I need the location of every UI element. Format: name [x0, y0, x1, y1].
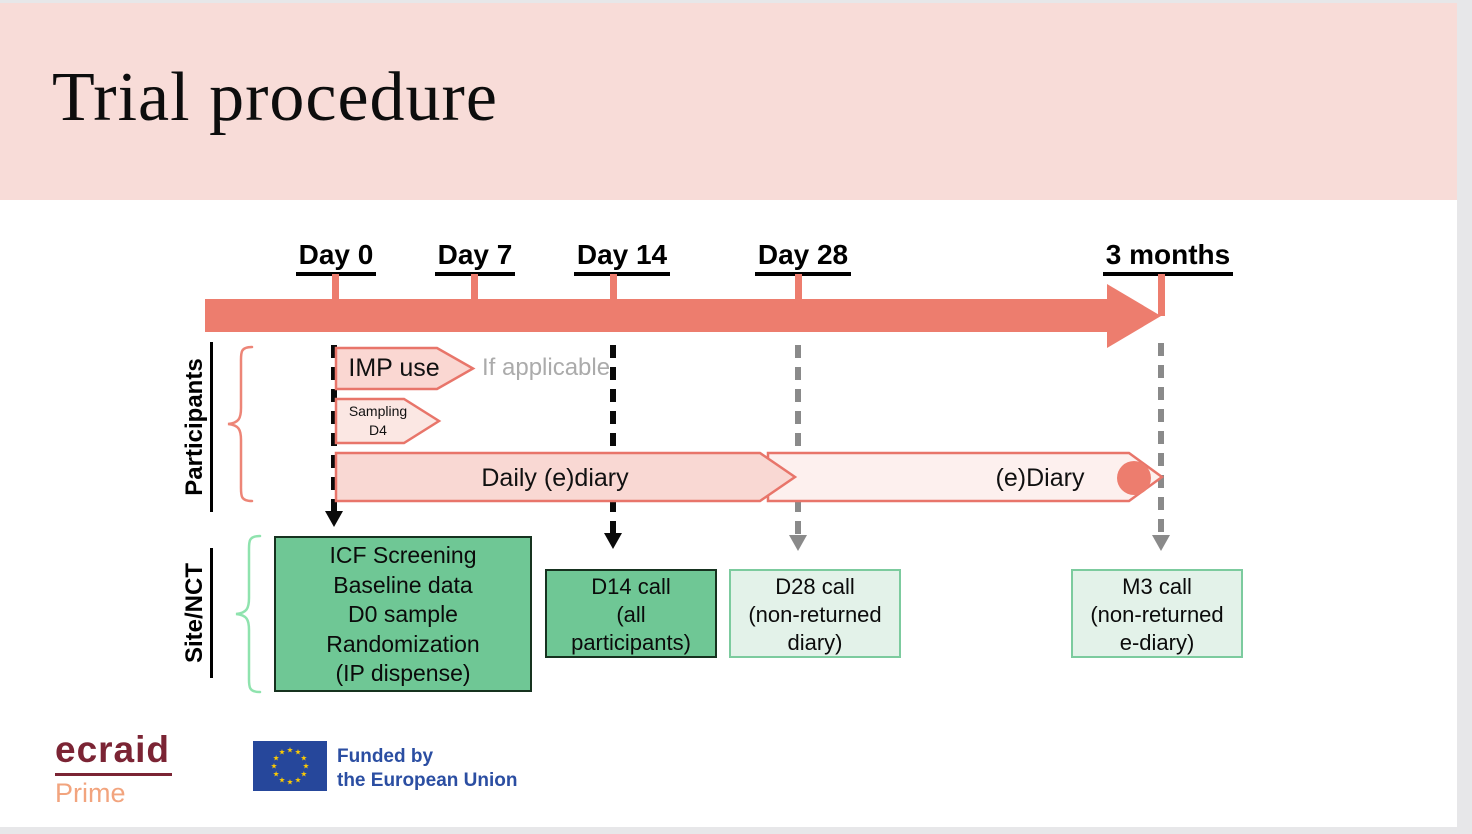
- slide-canvas: Trial procedure Day 0 Day 7 Day 14 Day 2…: [0, 3, 1457, 827]
- tick-day28: [795, 274, 802, 302]
- milestone-day14: Day 14: [522, 239, 722, 276]
- participants-brace-icon: [227, 345, 254, 503]
- svg-text:★: ★: [273, 770, 280, 779]
- svg-text:★: ★: [301, 770, 308, 779]
- timeline-arrowhead-icon: [1107, 284, 1161, 348]
- daily-ediary-arrow-shape: [334, 451, 798, 503]
- svg-text:★: ★: [295, 776, 302, 785]
- down-arrow-icon-day14: [604, 533, 622, 549]
- imp-use-arrow-shape: [334, 346, 476, 391]
- imp-use-label: IMP use: [348, 354, 440, 382]
- svg-text:★: ★: [287, 778, 294, 787]
- svg-text:★: ★: [303, 762, 310, 771]
- svg-text:★: ★: [273, 754, 280, 763]
- tick-day0: [332, 274, 339, 302]
- d14-call-box: D14 call (all participants): [545, 569, 717, 658]
- d0-procedures-box: ICF Screening Baseline data D0 sample Ra…: [274, 536, 532, 692]
- down-arrow-icon-day28: [789, 535, 807, 551]
- eu-flag-icon: ★★★ ★★★ ★★★ ★★★: [253, 741, 327, 791]
- ecraid-wordmark: ecraid: [55, 729, 173, 776]
- page-title: Trial procedure: [52, 59, 498, 136]
- dashed-line-day28: [795, 345, 801, 535]
- ecraid-prime-label: Prime: [55, 778, 126, 808]
- ecraid-logo: ecraid Prime: [55, 729, 173, 809]
- dashed-line-day0: [331, 345, 337, 511]
- tick-day14: [610, 274, 617, 302]
- svg-text:★: ★: [301, 754, 308, 763]
- m3-call-box: M3 call (non-returned e-diary): [1071, 569, 1243, 658]
- sampling-arrow-shape: [334, 397, 442, 445]
- header-banner: [0, 3, 1457, 200]
- site-nct-brace-icon: [235, 534, 262, 694]
- dashed-line-day14: [610, 345, 616, 533]
- svg-text:★: ★: [279, 748, 286, 757]
- ediary-endpoint-dot-icon: [1117, 461, 1151, 495]
- participants-row-label: Participants: [181, 342, 213, 512]
- dashed-line-3months: [1158, 343, 1164, 535]
- daily-ediary-label: Daily (e)diary: [481, 464, 629, 492]
- down-arrow-icon-day0: [325, 511, 343, 527]
- if-applicable-note: If applicable: [482, 354, 611, 381]
- down-arrow-icon-3months: [1152, 535, 1170, 551]
- milestone-3months: 3 months: [1068, 239, 1268, 276]
- milestone-day28: Day 28: [703, 239, 903, 276]
- svg-text:★: ★: [287, 746, 294, 755]
- svg-text:★: ★: [295, 748, 302, 757]
- d28-call-box: D28 call (non-returned diary): [729, 569, 901, 658]
- svg-text:★: ★: [279, 776, 286, 785]
- eu-funding-text: Funded by the European Union: [337, 746, 518, 791]
- sampling-label: Sampling D4: [348, 403, 408, 438]
- ediary-label: (e)Diary: [995, 464, 1085, 492]
- site-nct-row-label: Site/NCT: [181, 548, 213, 678]
- tick-day7: [471, 274, 478, 302]
- timeline-arrow-shaft: [205, 299, 1107, 332]
- tick-3months: [1158, 274, 1165, 316]
- svg-text:★: ★: [271, 762, 278, 771]
